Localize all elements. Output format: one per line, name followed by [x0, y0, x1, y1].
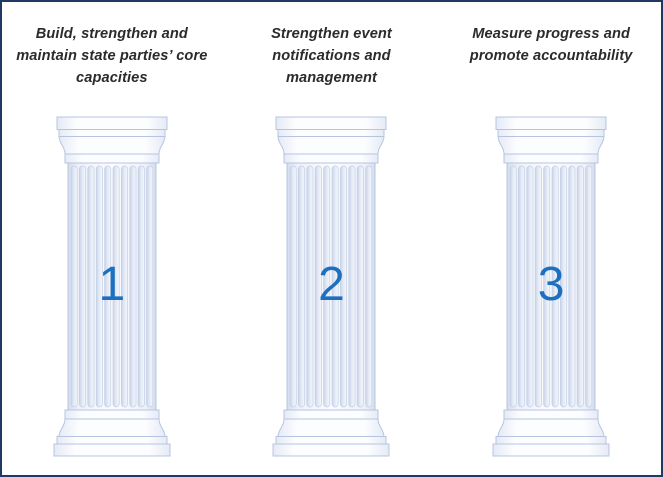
pillar-1: Build, strengthen and maintain state par…: [14, 2, 210, 475]
pillar-3-caption: Measure progress and promote accountabil…: [469, 26, 633, 64]
pillar-1-caption: Build, strengthen and maintain state par…: [16, 26, 208, 86]
pillar-3: Measure progress and promote accountabil…: [453, 2, 649, 475]
pillar-3-column: [490, 116, 612, 457]
classical-column-icon: [492, 116, 610, 457]
pillar-2-column: [270, 116, 392, 457]
classical-column-icon: [272, 116, 390, 457]
pillar-2: Strengthen event notifications and manag…: [233, 2, 429, 475]
classical-column-icon: [53, 116, 171, 457]
pillar-1-column: [51, 116, 173, 457]
pillar-2-caption: Strengthen event notifications and manag…: [271, 26, 392, 86]
